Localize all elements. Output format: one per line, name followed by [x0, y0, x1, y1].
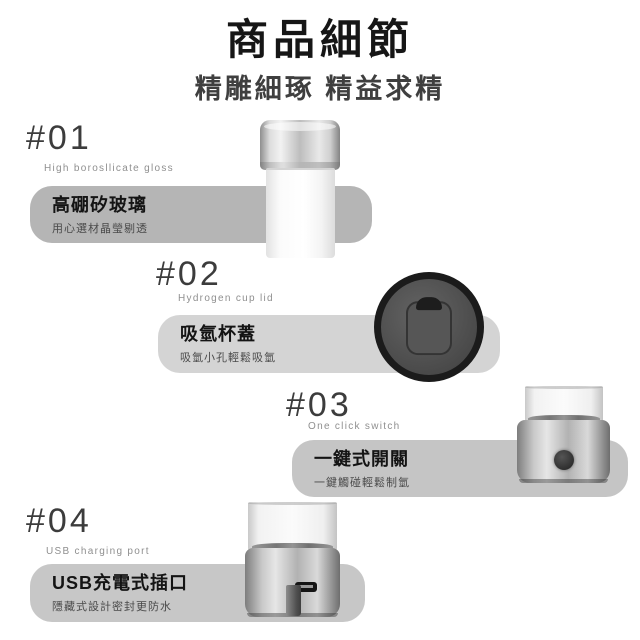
section-01-description: 用心選材晶瑩剔透 — [52, 223, 148, 235]
bottle-glass-body — [266, 168, 335, 258]
usb-port-slot — [295, 582, 317, 592]
cup-lid-top-view-image — [374, 272, 484, 382]
section-01-number: #01 — [26, 119, 92, 157]
section-04-title: USB充電式插口 — [52, 573, 189, 593]
page-subtitle: 精雕細琢 精益求精 — [194, 74, 446, 104]
section-03-caption: One click switch — [308, 421, 401, 432]
glass-bottle-with-steel-cap-image — [258, 118, 346, 260]
section-04-number: #04 — [26, 502, 92, 540]
one-click-switch-button — [553, 450, 574, 470]
page-title: 商品細節 — [225, 16, 414, 63]
usb-port-flap — [286, 585, 301, 616]
lid-center-recess — [406, 297, 452, 356]
electrode-plate — [528, 415, 600, 424]
bottle-steel-cap — [260, 120, 340, 170]
lid-hydrogen-hole — [416, 297, 442, 311]
bottle-base-with-switch-image — [517, 386, 610, 484]
section-02-title: 吸氫杯蓋 — [180, 324, 256, 344]
section-03-title: 一鍵式開關 — [314, 449, 409, 469]
bottle-glass-section — [248, 502, 337, 550]
section-04-caption: USB charging port — [46, 546, 150, 557]
section-02-caption: Hydrogen cup lid — [178, 293, 274, 304]
electrode-plate — [252, 543, 333, 552]
bottle-base-with-usb-image — [245, 502, 340, 617]
section-04-description: 隱藏式設計密封更防水 — [52, 601, 172, 613]
section-03-number: #03 — [286, 386, 352, 424]
section-02-number: #02 — [156, 255, 222, 293]
section-01-title: 高硼矽玻璃 — [52, 195, 147, 215]
section-02-description: 吸氫小孔輕鬆吸氫 — [180, 352, 276, 364]
section-03-description: 一鍵觸碰輕鬆制氫 — [314, 477, 410, 489]
section-01-caption: High borosllicate gloss — [44, 163, 174, 174]
